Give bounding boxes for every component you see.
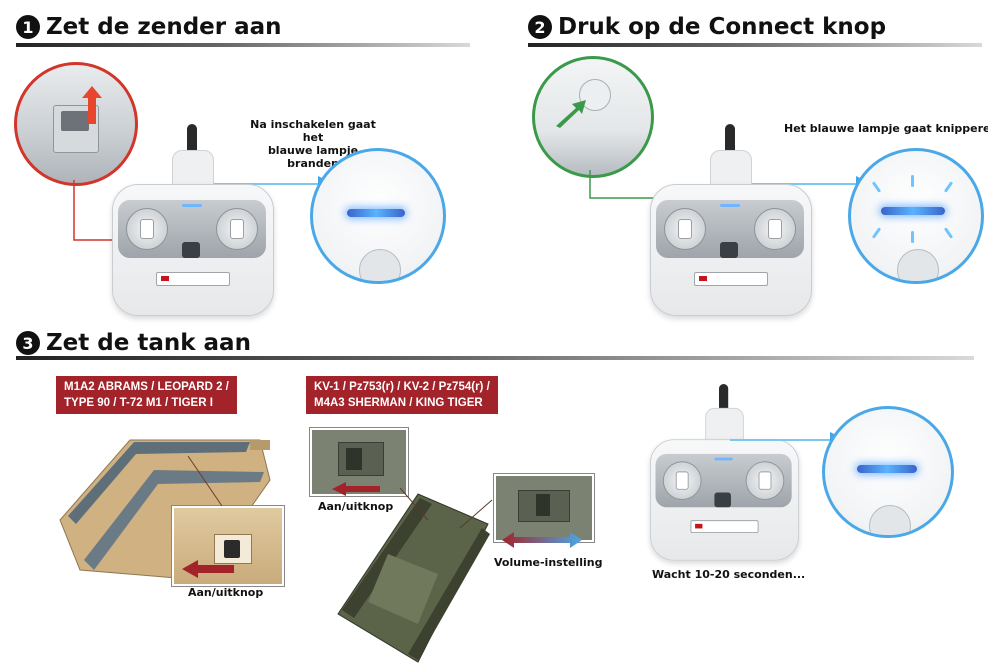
right-stick (216, 208, 258, 250)
tank-group-2-label: KV-1 / Pz753(r) / KV-2 / Pz754(r) / M4A3… (306, 376, 498, 414)
step-3-title: 3 Zet de tank aan (16, 330, 251, 356)
tank-group-2-line-2: M4A3 SHERMAN / KING TIGER (314, 397, 483, 409)
left-stick (126, 208, 168, 250)
step-1-zoom-led (310, 148, 446, 284)
step-2-zoom-connect-button (532, 56, 654, 178)
wait-caption: Wacht 10-20 seconden... (652, 568, 806, 581)
kv-volume-inset (494, 474, 594, 542)
step-number-badge: 1 (16, 15, 40, 39)
brand-label (694, 272, 768, 286)
right-stick (745, 461, 785, 500)
step-2-zoom-led (848, 148, 984, 284)
kv-switch-label: Aan/uitknop (318, 500, 394, 513)
blink-ray (911, 175, 914, 187)
volume-slider (536, 494, 550, 516)
double-arrow-icon (502, 532, 582, 548)
led-blinking (881, 207, 945, 215)
button-nub (359, 249, 401, 281)
led-on (857, 465, 917, 473)
right-stick (754, 208, 796, 250)
power-switch (714, 492, 731, 508)
transmitter-3 (650, 384, 800, 561)
tank-kv (337, 493, 490, 663)
volume-label: Volume-instelling (494, 556, 603, 569)
power-switch-knob (61, 111, 89, 131)
button-nub (897, 249, 939, 281)
caption-line-2: blauwe lampje branden (267, 144, 359, 170)
step-1-caption: Na inschakelen gaat het blauwe lampje br… (242, 118, 384, 170)
transmitter-2 (650, 124, 812, 316)
arrow-left-icon (182, 560, 234, 578)
connect-button (579, 79, 611, 111)
antenna (187, 124, 197, 154)
button-nub (869, 505, 911, 535)
step-1-title: 1 Zet de zender aan (16, 14, 282, 40)
brand-label (156, 272, 230, 286)
step-3-title-text: Zet de tank aan (46, 330, 251, 356)
tank-group-1-line-1: M1A2 ABRAMS / LEOPARD 2 / (64, 381, 229, 393)
blink-ray (911, 231, 914, 243)
tank-group-1-label: M1A2 ABRAMS / LEOPARD 2 / TYPE 90 / T-72… (56, 376, 237, 414)
abrams-switch-label: Aan/uitknop (188, 586, 264, 599)
left-stick (662, 461, 702, 500)
caption-line-1: Na inschakelen gaat het (250, 118, 376, 144)
step-2-caption: Het blauwe lampje gaat knipperen (784, 122, 988, 135)
left-stick (664, 208, 706, 250)
step-3-zoom-led (822, 406, 954, 538)
step-1-zoom-power-switch (14, 62, 138, 186)
led (720, 204, 740, 207)
led (182, 204, 202, 207)
led (714, 457, 733, 461)
tank-group-1-line-2: TYPE 90 / T-72 M1 / TIGER I (64, 397, 213, 409)
arrow-left-icon (332, 482, 380, 496)
led-on (347, 209, 405, 217)
step-3-rule (16, 356, 974, 360)
step-2-title: 2 Druk op de Connect knop (528, 14, 886, 40)
antenna (719, 384, 729, 412)
step-2-rule (528, 43, 982, 47)
switch-lever (224, 540, 240, 558)
arrow-diagonal-icon (556, 100, 586, 128)
switch-lever (346, 448, 362, 470)
power-switch (182, 242, 200, 258)
kv-switch-inset (310, 428, 408, 496)
transmitter-1 (112, 124, 274, 316)
step-1-title-text: Zet de zender aan (46, 14, 282, 40)
step-number-badge: 2 (528, 15, 552, 39)
step-1-rule (16, 43, 470, 47)
arrow-up-icon (82, 86, 102, 124)
tank-group-2-line-1: KV-1 / Pz753(r) / KV-2 / Pz754(r) / (314, 381, 490, 393)
antenna (725, 124, 735, 154)
power-switch (720, 242, 738, 258)
step-2-title-text: Druk op de Connect knop (558, 14, 887, 40)
step-number-badge: 3 (16, 331, 40, 355)
brand-label (690, 520, 759, 534)
